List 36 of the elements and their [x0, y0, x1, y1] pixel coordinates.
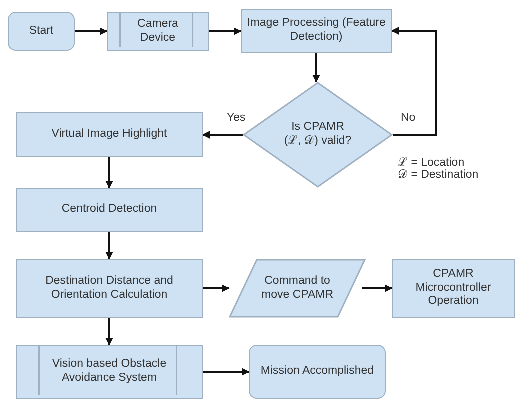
node-label: Camera Device	[136, 18, 180, 46]
node-label: Start	[29, 24, 54, 38]
node-label: CPAMR Microcontroller Operation	[414, 268, 492, 310]
subprocess-box	[107, 12, 209, 51]
legend-note: ℒ = Location	[398, 156, 465, 169]
arrow	[75, 28, 108, 36]
arrow	[203, 284, 230, 292]
terminal-box	[8, 12, 75, 51]
process-box	[16, 112, 203, 157]
node-label: Command to move CPAMR	[260, 274, 334, 302]
node-label: Virtual Image Highlight	[52, 128, 168, 142]
node-label: Destination Distance and Orientation Calculation	[44, 274, 174, 302]
node-label: Centroid Detection	[62, 203, 158, 217]
legend-note: 𝒟 = Destination	[398, 169, 479, 181]
arrow	[106, 157, 114, 189]
node-label: Image Processing (Feature Detection)	[246, 17, 387, 45]
arrow	[106, 232, 114, 260]
process-box	[241, 9, 392, 53]
subprocess-box	[16, 345, 203, 399]
arrow	[209, 28, 242, 36]
process-box	[392, 259, 515, 318]
terminal-box	[249, 345, 386, 399]
arrow	[312, 53, 320, 83]
arrow	[106, 318, 114, 346]
edge-label: No	[400, 112, 417, 124]
edge-label: Yes	[226, 112, 247, 124]
process-box	[16, 188, 203, 232]
arrow	[202, 131, 243, 139]
process-box	[16, 259, 203, 318]
node-label: Vision based Obstacle Avoidance System	[51, 358, 168, 386]
node-label: Mission Accomplished	[260, 365, 374, 379]
arrow	[391, 27, 437, 136]
node-label: Is CPAMR (ℒ, 𝒟) valid?	[283, 121, 353, 149]
arrow	[203, 368, 250, 376]
data-parallelogram	[229, 259, 366, 318]
arrow	[362, 284, 393, 292]
